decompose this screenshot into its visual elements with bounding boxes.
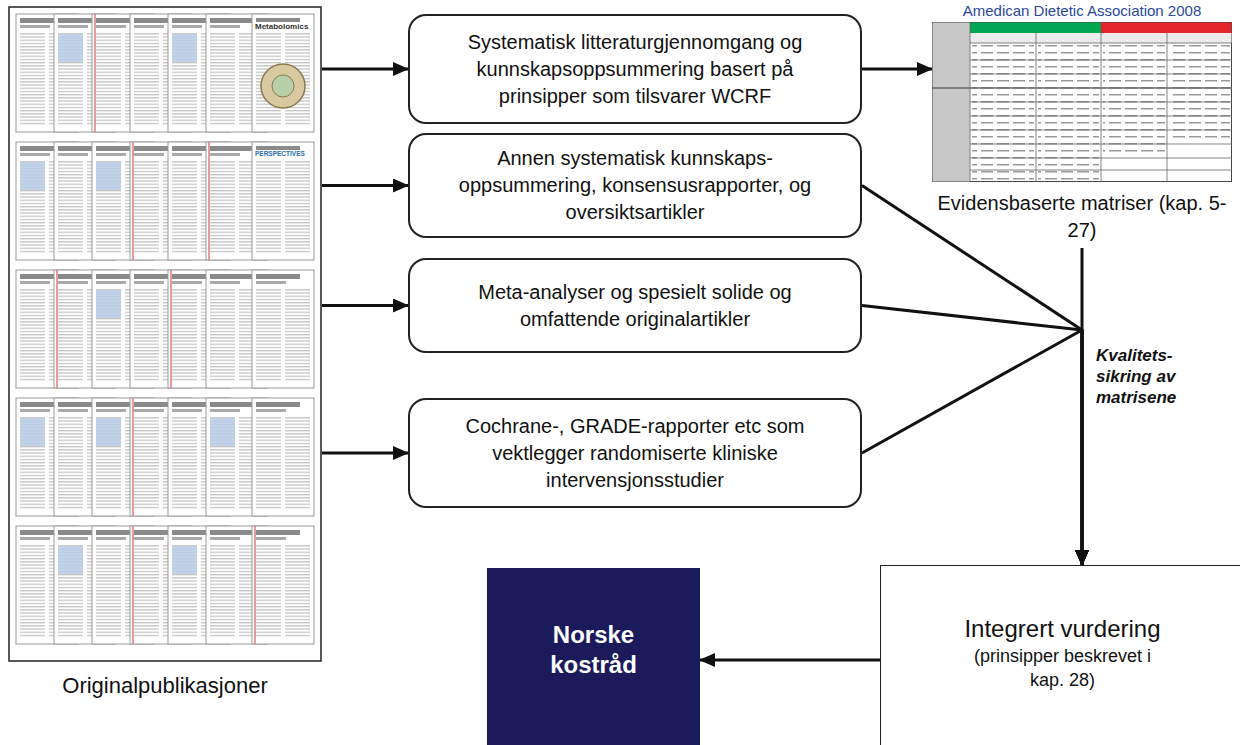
page-thumbnail [252,398,314,516]
page-thumbnail [252,14,314,132]
matrix-cells [972,45,1034,180]
matrix-grid [932,22,1232,182]
matrix-header [1101,23,1232,34]
node-text: Originalpublikasjoner [8,672,322,700]
thumbnail-row [16,398,314,516]
thumbnail-heading: PERSPECTIVES [255,150,305,158]
publication-stack: Originalpublikasjoner [8,6,322,700]
node-text: Amedican Dietetic Association 2008 [932,2,1232,20]
matrix-header [970,23,1101,34]
node-text: Systematisk litteraturgjennomgang og kun… [450,29,820,110]
publication-thumbnails [8,6,322,662]
flow-arrow [322,452,408,455]
thumbnail-row [16,14,314,132]
page-figure [272,75,294,97]
publication-frame [9,7,321,661]
process-box: Cochrane-, GRADE-rapporter etc som vektl… [408,398,862,508]
process-box: Annen systematisk kunnskaps-oppsummering… [408,133,862,238]
evidence-matrix [932,22,1232,182]
node-text: Evidensbaserte matriser (kap. 5-27) [932,190,1232,244]
flow-arrow [862,330,1082,565]
page-thumbnail [252,526,314,644]
thumbnail-row [16,526,314,644]
flow-arrow [322,304,408,307]
flow-arrow [862,68,932,71]
flow-arrow [322,68,408,71]
process-box: Meta-analyser og spesielt solide og omfa… [408,258,862,353]
thumbnail-row [16,142,314,260]
process-box: Systematisk litteraturgjennomgang og kun… [408,14,862,124]
edge-label: Kvalitets-sikring av matrisene [1096,345,1196,408]
matrix-cells [1038,45,1099,180]
thumbnail-row [16,270,314,388]
thumbnail-title: Metabolomics [255,22,308,32]
node-text: Integrert vurdering [881,614,1240,644]
page-thumbnail [252,142,314,260]
flow-arrow [862,186,1082,566]
node-text: Norske kostråd [534,620,654,680]
node-text: Meta-analyser og spesielt solide og omfa… [450,279,820,333]
matrix-frame [933,23,1232,182]
result-box: Norske kostråd [487,568,700,745]
flow-arrow [862,306,1082,566]
assessment-box: Integrert vurdering(prinsipper beskrevet… [880,565,1240,745]
matrix-figure: Amedican Dietetic Association 2008 [932,2,1232,244]
page-figure [261,64,305,108]
flow-arrow [700,659,880,662]
node-text: Cochrane-, GRADE-rapporter etc som vektl… [450,413,820,494]
matrix-cells [1103,45,1165,155]
flow-arrow [322,184,408,187]
matrix-cells [1169,45,1230,140]
page-thumbnail [252,270,314,388]
matrix-grade-column [933,23,971,182]
node-text: Annen systematisk kunnskaps-oppsummering… [450,145,820,226]
node-text: (prinsipper beskrevet i kap. 28) [955,644,1170,692]
